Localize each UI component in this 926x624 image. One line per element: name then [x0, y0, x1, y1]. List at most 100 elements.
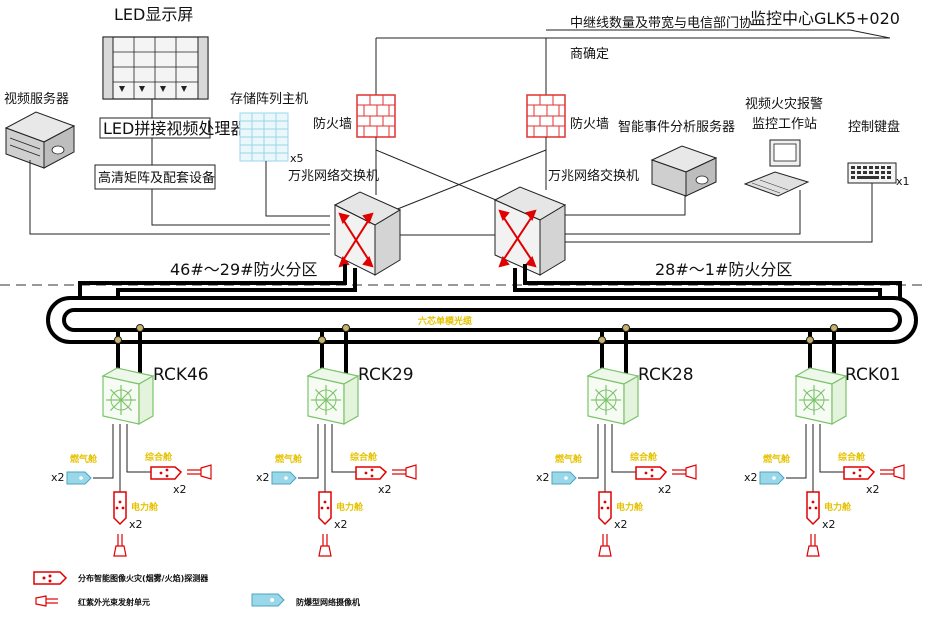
node-label-rck28: RCK28 — [638, 365, 694, 385]
fire-station-label-1: 视频火灾报警 — [745, 96, 823, 112]
emitter-icon-rck29 — [392, 464, 417, 480]
node-switch-icon-rck46 — [101, 367, 155, 426]
node-rck01 — [806, 324, 838, 375]
storage-count: x5 — [290, 152, 304, 165]
hd-matrix-label: 高清矩阵及配套设备 — [98, 170, 215, 186]
camera-icon-rck28 — [551, 471, 577, 485]
detector-icon-rck01 — [843, 466, 876, 480]
node-devices-rck29: 燃气舱 x2 综合舱 x2 电力舱 x2 — [256, 424, 417, 557]
camera-icon-rck46 — [66, 471, 92, 485]
legend-camera-icon — [251, 593, 285, 607]
legend-emitter-label: 红紫外光束发射单元 — [78, 597, 150, 607]
power-cabin-label-rck01: 电力舱 — [824, 501, 852, 513]
combined-count-rck46: x2 — [173, 483, 187, 496]
power-cabin-label-rck29: 电力舱 — [336, 501, 364, 513]
node-devices-rck46: 燃气舱 x2 综合舱 x2 电力舱 x2 — [51, 424, 212, 557]
legend-emitter-icon — [35, 595, 58, 607]
node-label-rck01: RCK01 — [845, 365, 901, 385]
firewall-right-label: 防火墙 — [570, 116, 609, 132]
legend-detector-icon — [33, 571, 68, 585]
combined-cabin-label-rck01: 综合舱 — [838, 451, 866, 463]
node-label-rck29: RCK29 — [358, 365, 414, 385]
gas-cabin-label-rck01: 燃气舱 — [763, 453, 791, 465]
led-processor-label: LED拼接视频处理器 — [103, 119, 246, 138]
emitter-icon-rck46 — [187, 464, 212, 480]
power-cabin-label-rck28: 电力舱 — [616, 501, 644, 513]
power-emitter-icon-rck29 — [318, 534, 332, 557]
zone-right-label: 28#～1#防火分区 — [655, 260, 792, 279]
trunk-line — [376, 29, 891, 39]
power-count-rck29: x2 — [334, 518, 348, 531]
ring-label: 六芯单模光缆 — [418, 315, 472, 327]
legend-detector-label: 分布智能图像火灾(烟雾/火焰)探测器 — [78, 573, 209, 583]
power-detector-icon-rck46 — [113, 491, 127, 526]
detector-icon-rck46 — [150, 466, 183, 480]
emitter-icon-rck28 — [672, 464, 697, 480]
power-emitter-icon-rck28 — [598, 534, 612, 557]
fiber-ring — [46, 296, 918, 344]
emitter-icon-rck01 — [880, 464, 905, 480]
switch-left-label: 万兆网络交换机 — [288, 168, 379, 184]
power-detector-icon-rck28 — [598, 491, 612, 526]
camera-icon-rck01 — [759, 471, 785, 485]
uplink-left — [78, 264, 357, 298]
gas-count-rck29: x2 — [256, 471, 270, 484]
node-switch-icon-rck28 — [586, 367, 640, 426]
keyboard-label: 控制键盘 — [848, 119, 900, 135]
combined-count-rck28: x2 — [658, 483, 672, 496]
power-emitter-icon-rck01 — [806, 534, 820, 557]
switch-right-icon — [493, 186, 567, 276]
led-screen-label: LED显示屏 — [114, 5, 193, 24]
storage-host-label: 存储阵列主机 — [230, 92, 308, 107]
legend-camera-label: 防爆型网络摄像机 — [296, 597, 360, 607]
firewall-right-icon — [526, 94, 566, 138]
power-detector-icon-rck01 — [806, 491, 820, 526]
node-rck28 — [598, 324, 630, 375]
video-server-label: 视频服务器 — [4, 91, 69, 107]
combined-cabin-label-rck28: 综合舱 — [630, 451, 658, 463]
uplink-right — [513, 264, 902, 298]
node-switch-icon-rck29 — [306, 367, 360, 426]
combined-cabin-label-rck29: 综合舱 — [350, 451, 378, 463]
gas-count-rck46: x2 — [51, 471, 65, 484]
power-cabin-label-rck46: 电力舱 — [131, 501, 159, 513]
node-rck46 — [114, 324, 144, 375]
firewall-left-icon — [356, 94, 396, 138]
hd-matrix-box — [94, 164, 216, 190]
center-label: 监控中心GLK5+020 — [750, 9, 900, 28]
camera-icon-rck29 — [271, 471, 297, 485]
gas-cabin-label-rck29: 燃气舱 — [275, 453, 303, 465]
power-emitter-icon-rck46 — [113, 534, 127, 557]
power-count-rck46: x2 — [129, 518, 143, 531]
legend: 分布智能图像火灾(烟雾/火焰)探测器 红紫外光束发射单元 防爆型网络摄像机 — [33, 571, 360, 607]
switch-right-label: 万兆网络交换机 — [548, 168, 639, 184]
keyboard-icon — [847, 162, 897, 184]
power-count-rck01: x2 — [822, 518, 836, 531]
workstation-icon — [743, 139, 810, 197]
node-label-rck46: RCK46 — [153, 365, 209, 385]
firewall-left-label: 防火墙 — [313, 116, 352, 132]
video-server-icon — [4, 111, 76, 169]
switch-left-icon — [333, 191, 402, 276]
node-switch-icon-rck01 — [794, 367, 848, 426]
node-rck29 — [318, 324, 350, 375]
combined-count-rck01: x2 — [866, 483, 880, 496]
fire-station-label-2: 监控工作站 — [752, 117, 817, 132]
power-detector-icon-rck29 — [318, 491, 332, 526]
keyboard-count: x1 — [896, 175, 910, 188]
event-server-icon — [650, 145, 718, 197]
event-server-label: 智能事件分析服务器 — [618, 119, 735, 135]
detector-icon-rck29 — [355, 466, 388, 480]
gas-cabin-label-rck46: 燃气舱 — [70, 453, 98, 465]
combined-count-rck29: x2 — [378, 483, 392, 496]
led-screen-icon — [102, 36, 209, 100]
led-processor-box — [99, 117, 211, 139]
storage-array-icon — [239, 112, 289, 162]
power-count-rck28: x2 — [614, 518, 628, 531]
combined-cabin-label-rck46: 综合舱 — [145, 451, 173, 463]
gas-count-rck28: x2 — [536, 471, 550, 484]
detector-icon-rck28 — [635, 466, 668, 480]
trunk-label-line1: 中继线数量及带宽与电信部门协 — [570, 15, 752, 31]
